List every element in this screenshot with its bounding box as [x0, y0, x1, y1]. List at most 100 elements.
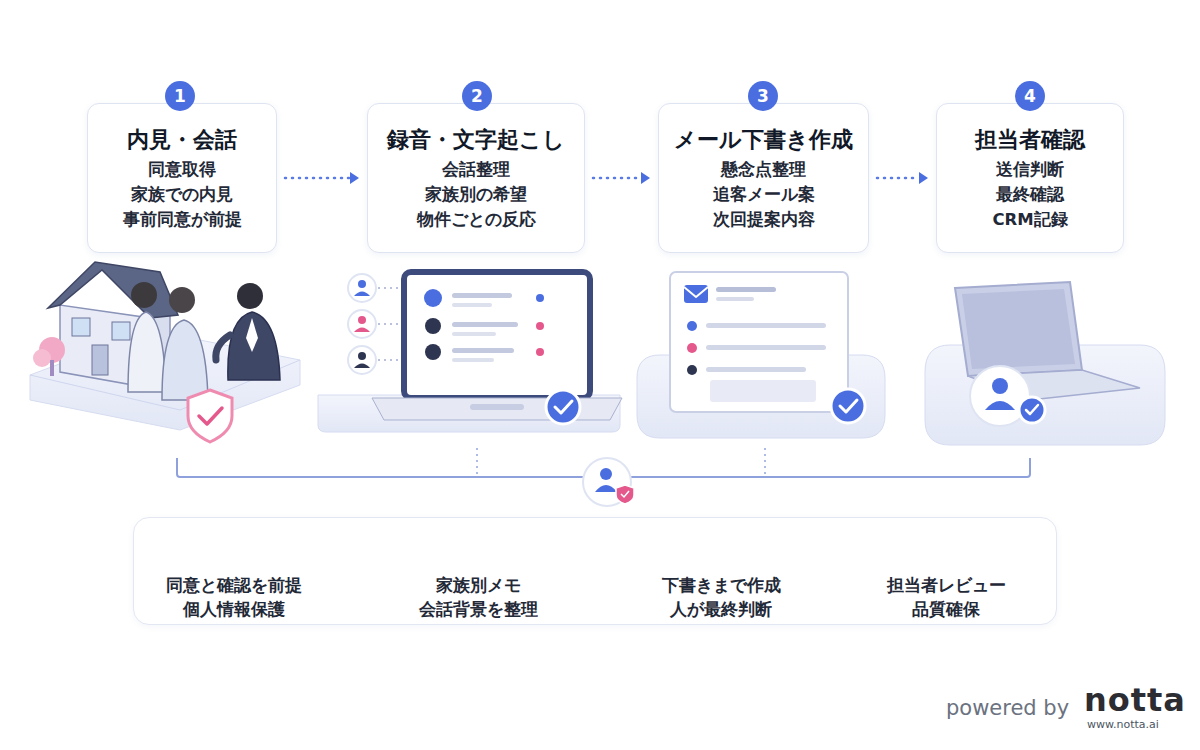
step-detail: 物件ごとの反応 [417, 207, 536, 232]
transcript-laptop-part [404, 272, 590, 398]
email-window-part [687, 321, 697, 331]
step-title: 録音・文字起こし [387, 125, 565, 155]
step-detail: 会話整理 [442, 157, 510, 182]
arrow-head [350, 172, 359, 184]
email-window-part [716, 297, 754, 301]
step-detail: 事前同意が前提 [123, 207, 242, 232]
flow-arrow [285, 172, 359, 184]
summary-item: 下書きまで作成人が最終判断 [621, 574, 821, 626]
step-number-text: 4 [1024, 86, 1036, 106]
transcript-laptop-part [452, 332, 496, 336]
summary-text: 家族別メモ [436, 574, 521, 598]
transcript-laptop-part [358, 280, 366, 288]
email-window-part [840, 400, 857, 412]
summary-item: 担当者レビュー品質確保 [846, 574, 1046, 626]
step-title: メール下書き作成 [674, 125, 853, 155]
house-scene-part [48, 262, 178, 318]
flow-arrow-line [285, 177, 350, 180]
email-window [637, 272, 885, 438]
step-card: 内見・会話同意取得家族での内見事前同意が前提 [87, 103, 277, 253]
step-detail: 同意取得 [148, 157, 216, 182]
summary-text: 下書きまで作成 [662, 574, 781, 598]
step-number-text: 2 [471, 86, 483, 106]
transcript-laptop-part [452, 358, 494, 362]
house-scene-part [92, 345, 108, 375]
review-laptop-part [962, 289, 1075, 369]
bracket-part [595, 485, 617, 492]
email-window-part [706, 345, 826, 350]
transcript-laptop-part [470, 404, 524, 410]
transcript-laptop-part [358, 352, 366, 360]
review-laptop-part [955, 282, 1082, 376]
email-window-part [687, 365, 697, 375]
step-number-text: 3 [757, 86, 769, 106]
summary-text: 個人情報保護 [183, 598, 285, 622]
flow-arrow [877, 172, 928, 184]
transcript-laptop-part [536, 322, 544, 330]
review-laptop [925, 282, 1165, 445]
review-laptop-part [1019, 397, 1045, 423]
transcript-laptop-part [555, 401, 572, 413]
bracket-part [600, 468, 612, 480]
email-window-part [684, 287, 708, 297]
transcript-laptop-part [452, 322, 518, 327]
house-scene-part [228, 312, 280, 380]
step-card: 録音・文字起こし会話整理家族別の希望物件ごとの反応 [367, 103, 585, 253]
step-detail: CRM記録 [992, 207, 1067, 232]
house-scene-part [33, 349, 51, 367]
transcript-laptop-part [536, 348, 544, 356]
summary-item: 同意と確認を前提個人情報保護 [134, 574, 334, 626]
email-window-part [710, 380, 816, 402]
step-detail: 送信判断 [996, 157, 1064, 182]
brand-url: www.notta.ai [1087, 718, 1159, 732]
summary-text: 品質確保 [912, 598, 980, 622]
powered-by-text: powered by [946, 694, 1069, 722]
arrow-head [641, 172, 650, 184]
transcript-laptop-part [452, 348, 514, 353]
summary-text: 同意と確認を前提 [166, 574, 302, 598]
transcript-laptop-part [372, 398, 622, 420]
step-number: 2 [462, 81, 492, 111]
transcript-laptop-part [452, 293, 512, 298]
summary-text: 会話背景を整理 [419, 598, 538, 622]
bracket [177, 448, 1030, 506]
summary-panel: 同意と確認を前提個人情報保護家族別メモ会話背景を整理下書きまで作成人が最終判断担… [133, 517, 1057, 625]
email-window-part [670, 272, 848, 412]
brand-logo: notta [1084, 682, 1186, 718]
step-detail: 家族での内見 [131, 182, 233, 207]
bracket-part [616, 485, 634, 504]
transcript-laptop-part [348, 310, 376, 338]
email-window-part [684, 285, 708, 303]
email-window-part [687, 343, 697, 353]
step-detail: 次回提案内容 [713, 207, 815, 232]
transcript-laptop-part [348, 274, 376, 302]
summary-item: 家族別メモ会話背景を整理 [378, 574, 578, 626]
step-card: 担当者確認送信判断最終確認CRM記録 [936, 103, 1124, 253]
transcript-laptop-part [546, 390, 580, 424]
step-number: 3 [748, 81, 778, 111]
house-scene-part [50, 360, 54, 376]
email-window-part [716, 287, 776, 292]
house-scene-part [128, 312, 166, 392]
step-number-text: 1 [174, 86, 186, 106]
step-card: メール下書き作成懸念点整理追客メール案次回提案内容 [658, 103, 869, 253]
transcript-laptop-part [452, 303, 492, 307]
house-scene [30, 262, 300, 442]
transcript-laptop-part [354, 328, 370, 333]
house-scene-part [169, 287, 195, 313]
step-detail: 追客メール案 [713, 182, 815, 207]
bracket-part [621, 491, 629, 497]
flow-arrow-line [877, 177, 919, 180]
review-laptop-part [992, 378, 1008, 394]
house-scene-part [162, 320, 208, 400]
house-scene-part [72, 318, 90, 336]
step-number: 1 [165, 81, 195, 111]
house-scene-part [237, 283, 263, 309]
transcript-laptop-part [536, 294, 544, 302]
step-detail: 最終確認 [996, 182, 1064, 207]
step-detail: 家族別の希望 [425, 182, 527, 207]
review-laptop-part [1026, 405, 1038, 414]
transcript-laptop-part [358, 316, 366, 324]
transcript-laptop-part [378, 288, 400, 360]
summary-text: 人が最終判断 [670, 598, 772, 622]
